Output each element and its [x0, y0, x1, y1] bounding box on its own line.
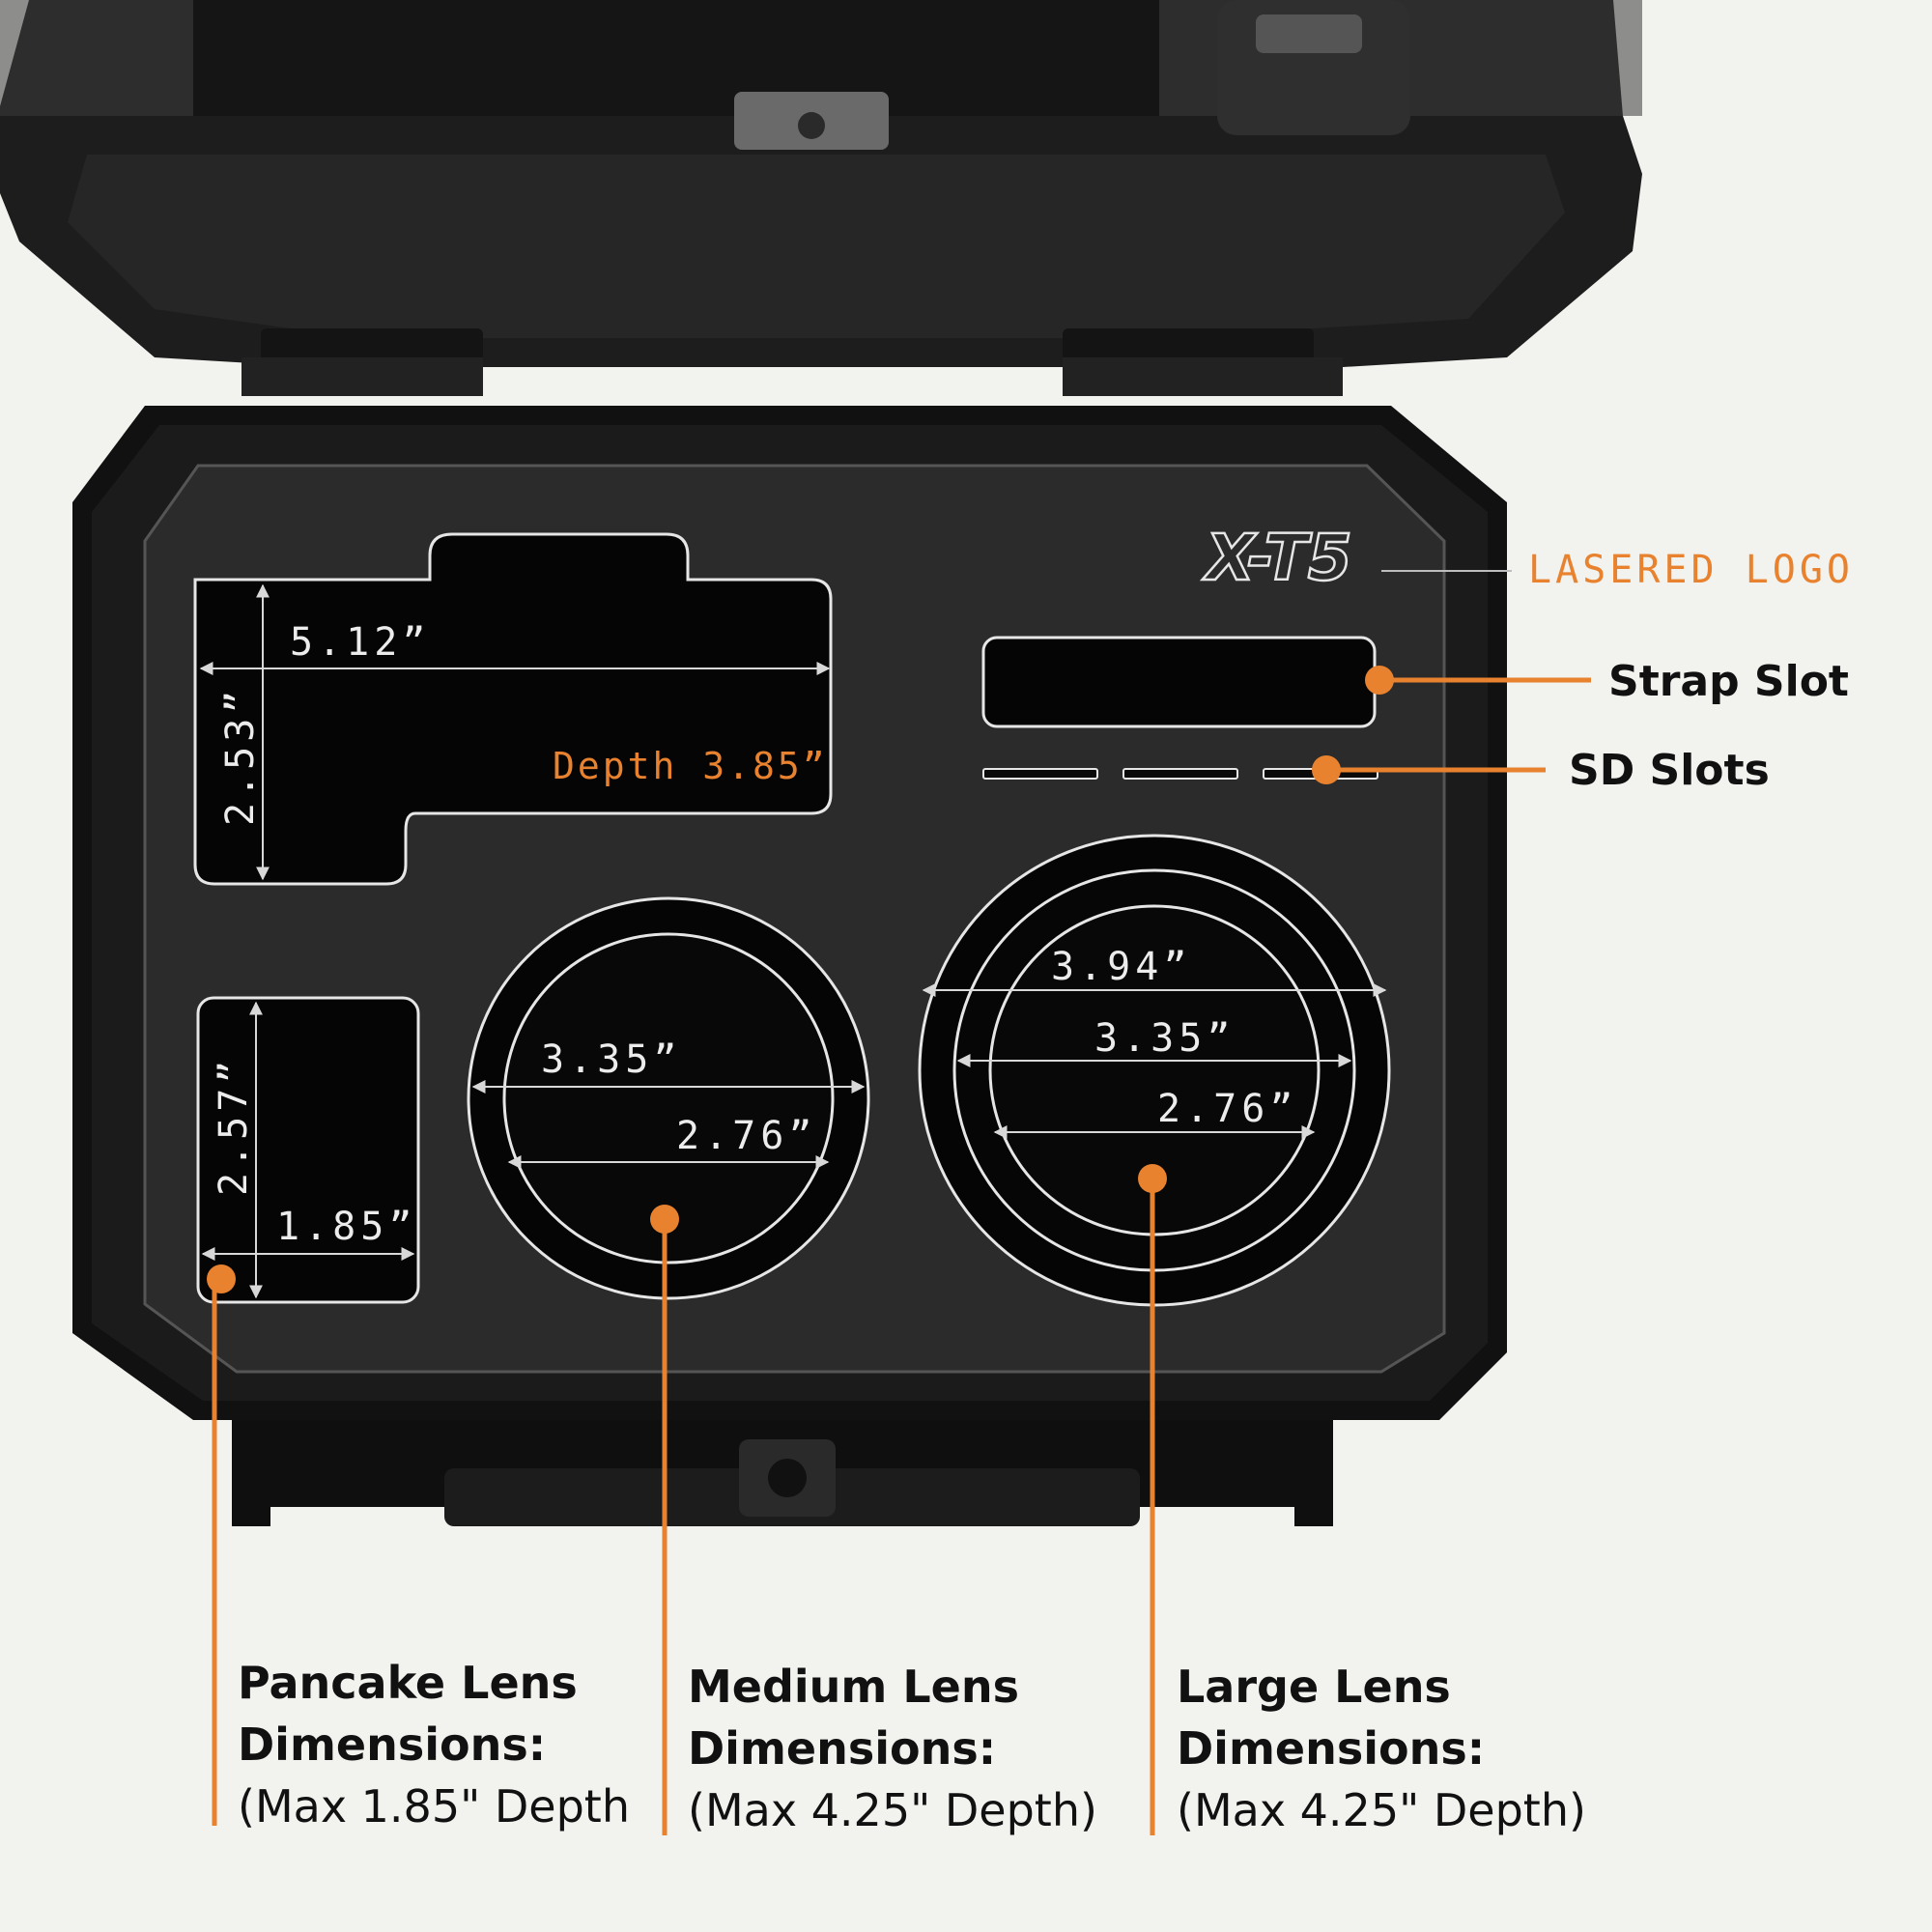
- pancake-caption-title-2: Dimensions:: [238, 1719, 547, 1771]
- lasered-logo-mark: X-T5: [1202, 521, 1352, 595]
- camera-height-label: 2.53”: [218, 686, 263, 826]
- pancake-height-label: 2.57”: [212, 1056, 256, 1196]
- large-caption-title-1: Large Lens: [1177, 1661, 1451, 1713]
- strap-slot: [981, 636, 1377, 728]
- medium-lens-cutout: [467, 896, 870, 1300]
- sd-slots-label: SD Slots: [1569, 746, 1770, 795]
- medium-inner-label: 2.76”: [676, 1114, 816, 1158]
- strap-slot-label: Strap Slot: [1608, 657, 1849, 706]
- camera-cutout: [193, 532, 833, 886]
- large-middle-label: 3.35”: [1094, 1016, 1235, 1061]
- large-outer-label: 3.94”: [1051, 945, 1191, 989]
- large-lens-cutout: [918, 834, 1391, 1307]
- medium-caption-title-2: Dimensions:: [688, 1722, 997, 1775]
- case-lid: [0, 0, 1642, 396]
- medium-caption-title-1: Medium Lens: [688, 1661, 1020, 1713]
- pancake-caption: Pancake Lens Dimensions: (Max 1.85" Dept…: [238, 1652, 630, 1837]
- camera-width-label: 5.12”: [290, 620, 430, 665]
- pancake-cutout: [196, 996, 420, 1304]
- lasered-logo-label: LASERED LOGO: [1528, 548, 1854, 592]
- pancake-dot: [207, 1264, 236, 1293]
- pancake-caption-title-1: Pancake Lens: [238, 1657, 578, 1709]
- large-caption-title-2: Dimensions:: [1177, 1722, 1486, 1775]
- large-caption: Large Lens Dimensions: (Max 4.25" Depth): [1177, 1656, 1586, 1841]
- medium-outer-label: 3.35”: [541, 1037, 681, 1082]
- pancake-caption-sub: (Max 1.85" Depth: [238, 1780, 630, 1833]
- large-inner-label: 2.76”: [1157, 1087, 1297, 1131]
- camera-depth-label: Depth 3.85”: [553, 745, 828, 787]
- medium-caption: Medium Lens Dimensions: (Max 4.25" Depth…: [688, 1656, 1097, 1841]
- large-caption-sub: (Max 4.25" Depth): [1177, 1784, 1586, 1836]
- medium-caption-sub: (Max 4.25" Depth): [688, 1784, 1097, 1836]
- pancake-width-label: 1.85”: [276, 1205, 416, 1249]
